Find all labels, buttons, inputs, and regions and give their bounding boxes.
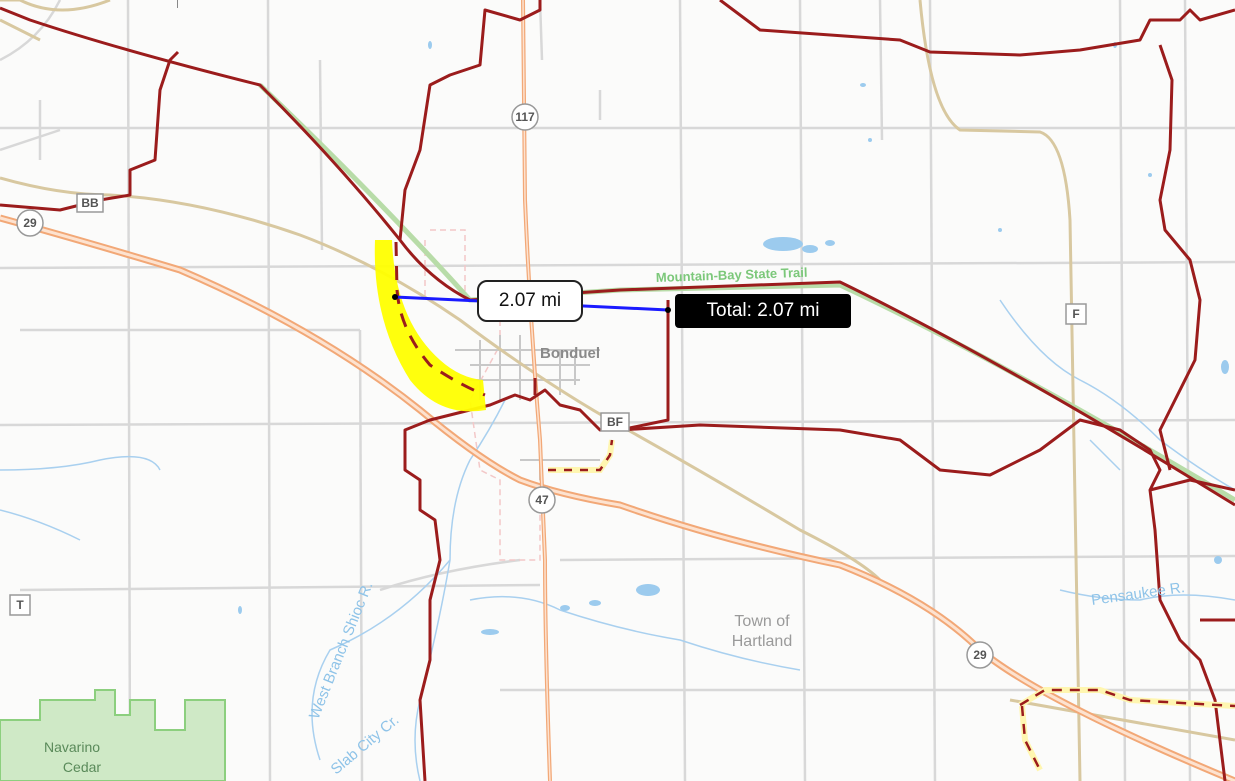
route-label: 117 bbox=[515, 110, 535, 124]
route-label: T bbox=[16, 598, 24, 612]
label-mountain-bay-trail: Mountain-Bay State Trail bbox=[656, 265, 808, 285]
park-area bbox=[0, 689, 226, 781]
label-slab-city: Slab City Cr. bbox=[328, 711, 403, 778]
label-town-line2: Hartland bbox=[732, 633, 792, 650]
route-label: 29 bbox=[23, 216, 37, 230]
route-label: F bbox=[1072, 307, 1079, 321]
route-shield-117: 117 bbox=[511, 103, 539, 131]
label-west-branch: West Branch Shioc R. bbox=[306, 579, 377, 721]
label-town-line1: Town of bbox=[734, 613, 790, 630]
label-pensaukee: Pensaukee R. bbox=[1090, 579, 1186, 609]
route-label: BB bbox=[81, 196, 99, 210]
route-label: 29 bbox=[973, 648, 987, 662]
route-shield-29-east: 29 bbox=[966, 641, 994, 669]
label-park-line2: Cedar bbox=[63, 759, 101, 775]
county-shield-bb: BB bbox=[76, 193, 104, 213]
map-tick-mark bbox=[177, 0, 178, 8]
route-shield-47: 47 bbox=[528, 486, 556, 514]
route-label: 47 bbox=[535, 493, 549, 507]
route-shield-29-west: 29 bbox=[16, 209, 44, 237]
county-shield-bf: BF bbox=[600, 412, 630, 432]
dashed-boundaries bbox=[533, 378, 1235, 772]
county-shield-f: F bbox=[1065, 303, 1087, 325]
selection-highlight bbox=[374, 240, 486, 412]
total-distance-label: Total: 2.07 mi bbox=[675, 294, 851, 328]
waterways bbox=[0, 299, 1235, 781]
label-park-line1: Navarino bbox=[44, 739, 100, 755]
route-label: BF bbox=[607, 415, 623, 429]
county-shield-t: T bbox=[9, 594, 31, 616]
selected-boundary bbox=[394, 241, 486, 397]
town-streets bbox=[455, 335, 600, 480]
label-bonduel: Bonduel bbox=[540, 345, 600, 362]
lakes bbox=[238, 41, 1229, 635]
state-trail bbox=[258, 83, 1235, 503]
segment-distance-label: 2.07 mi bbox=[477, 280, 583, 322]
